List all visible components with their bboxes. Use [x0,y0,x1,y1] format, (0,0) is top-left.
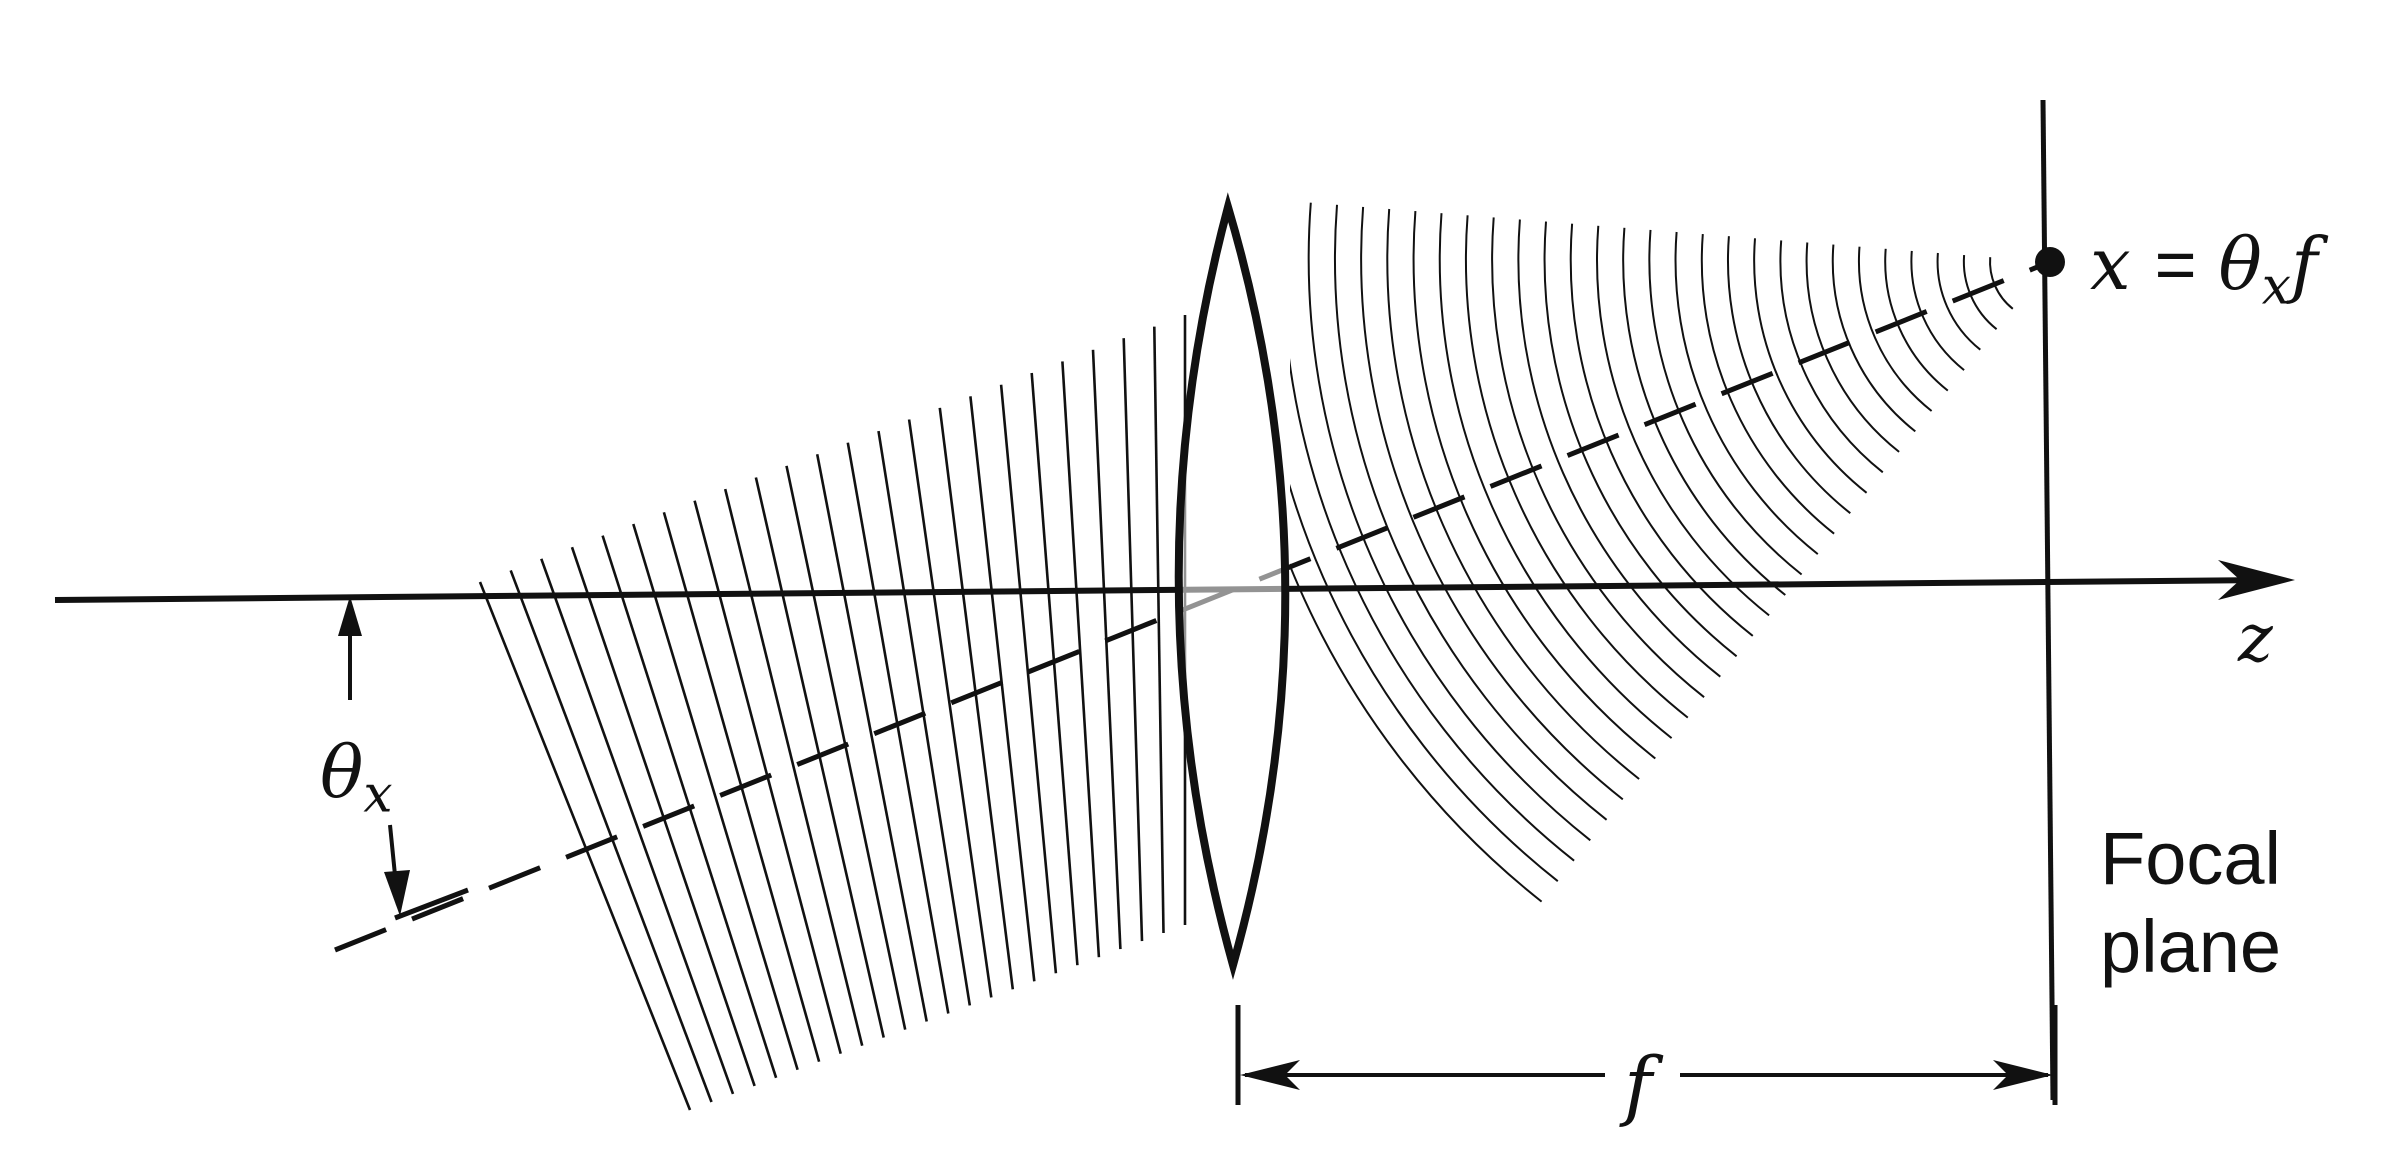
converging-wavefront-arc [1517,219,1721,678]
converging-wavefront-arc [1936,252,1981,351]
incident-wavefront-line [723,488,864,1047]
converging-wavefront-arc [1674,231,1819,555]
converging-wavefront-arc [1464,215,1689,719]
converging-wavefront-arc [1438,213,1673,739]
incident-wavefront-line [632,523,799,1071]
focal-plane-label-line2: plane [2100,905,2282,988]
converging-wavefront-arc [1805,242,1900,453]
converging-wavefront-arc [1360,206,1624,801]
focal-point-label: x = θxf [2090,222,2318,317]
converging-wavefront-arc [1290,563,1543,903]
incident-wavefront-line [907,419,993,998]
lens [1174,192,1290,980]
incident-wavefront-line [877,430,972,1006]
incident-wavefront-line [1122,338,1144,942]
incident-wavefront-line [1061,361,1101,958]
incident-wavefront-line [969,396,1036,982]
incident-wavefront-line [815,454,928,1022]
converging-wavefront-arc [1596,225,1770,617]
converging-wavefront-arc [1884,248,1949,392]
converging-wavefronts [1290,202,2014,903]
focal-length-dimension [1235,1005,2058,1105]
converging-wavefront-arc [1412,211,1656,760]
angle-indicator [338,596,469,921]
converging-wavefront-arc [1334,204,1608,821]
converging-wavefront-arc [1491,217,1705,698]
converging-wavefront-arc [1700,234,1835,535]
incident-wavefront-line [846,442,950,1014]
focal-plane-label: Focal plane [2100,815,2281,991]
incident-wavefront-line [1030,372,1079,966]
converging-wavefront-arc [1622,227,1786,596]
focal-plane-label-line1: Focal [2100,817,2281,900]
converging-wavefront-arc [1648,229,1803,576]
optical-axis [54,577,2271,603]
converging-wavefront-arc [1779,240,1884,474]
converging-wavefront-arc [1831,244,1916,433]
converging-wavefront-arc [1386,208,1640,780]
focal-point [2035,247,2065,277]
incident-wavefront-line [509,569,713,1103]
converging-wavefront-arc [1857,246,1933,412]
incident-wavefront-line [938,407,1015,990]
z-axis-arrowhead [2218,560,2295,600]
incident-wavefront-line [478,581,692,1111]
converging-wavefront-arc [1910,250,1965,371]
converging-wavefront-arc [1290,357,1575,862]
converging-wavefront-arc [1727,236,1851,514]
angle-label: θx [320,730,393,825]
converging-wavefront-arc [1290,483,1559,882]
incident-wavefront-line [999,384,1058,974]
converging-wavefront-arc [1307,202,1591,842]
converging-wavefront-arc [1569,223,1754,637]
focal-length-label: f [1624,1040,1653,1129]
converging-wavefront-arc [1543,221,1738,658]
incident-wavefronts [478,315,1187,1111]
incident-wavefront-line [540,558,735,1095]
incident-wavefront-line [1153,326,1165,934]
incident-wavefront-line [1091,349,1122,950]
converging-wavefront-arc [1753,238,1868,494]
z-axis-label: z [2238,600,2273,677]
